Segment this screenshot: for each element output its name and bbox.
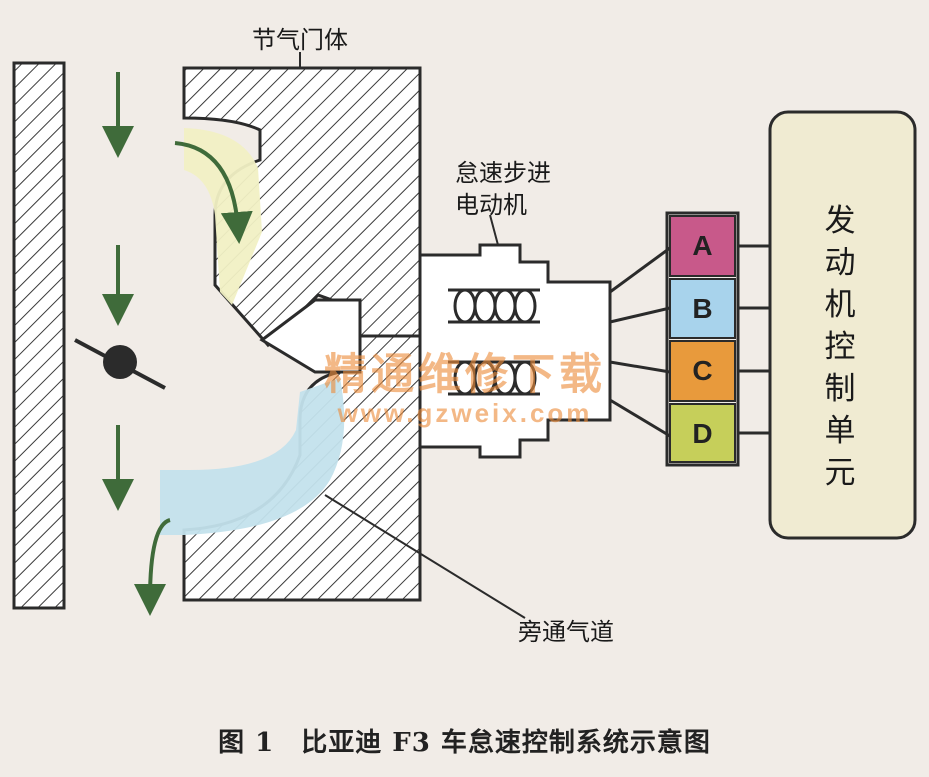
idle-motor-label-line1: 怠速步进 (455, 159, 551, 187)
stepper-motor-housing (418, 243, 612, 459)
bypass-passage-label: 旁通气道 (518, 618, 614, 646)
ecu-box (768, 110, 917, 540)
figure-caption: 图 1 比亚迪 F3 车怠速控制系统示意图 (218, 728, 711, 758)
idle-motor-label: 怠速步进 电动机 (455, 157, 551, 221)
airflow-arrows (102, 72, 253, 616)
coil-lower (448, 360, 540, 396)
pin-b-label: B (692, 293, 713, 324)
bypass-passage-shape (160, 378, 345, 535)
pin-b-box (669, 278, 736, 339)
pin-d-label: D (692, 418, 713, 449)
watermark-text: 精通维修下载 (324, 350, 606, 400)
left-wall (12, 61, 66, 610)
idle-motor-label-line2: 电动机 (455, 191, 527, 219)
ecu-wires (738, 244, 770, 435)
motor-leader (489, 214, 499, 246)
ecu-label: 发动机控制单元 (824, 203, 856, 491)
pin-a-box (669, 215, 736, 277)
pin-c-box (669, 340, 736, 402)
pin-c-label: C (692, 355, 713, 386)
throttle-pivot (103, 345, 137, 379)
coil-upper (448, 288, 540, 324)
pin-a-label: A (692, 230, 713, 261)
motor-wires (609, 246, 671, 438)
throttle-body-label: 节气门体 (252, 26, 348, 54)
watermark-url: www.gzweix.com (337, 398, 593, 428)
pin-d-box (669, 403, 736, 463)
pin-connector (665, 211, 740, 467)
bypass-leader (324, 494, 526, 619)
